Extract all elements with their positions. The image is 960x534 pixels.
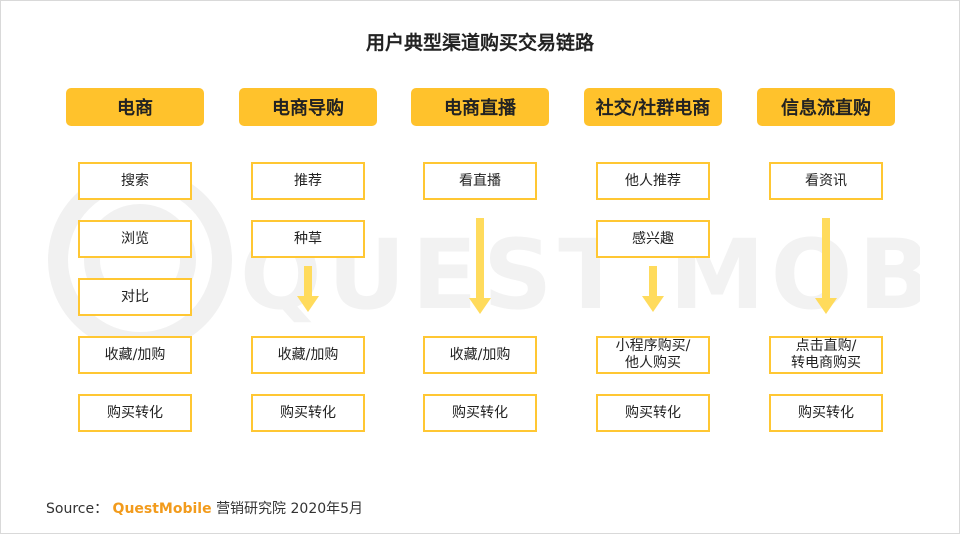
step-browse: 浏览 xyxy=(78,220,192,258)
step-purchase-conversion: 购买转化 xyxy=(423,394,537,432)
header-live-commerce: 电商直播 xyxy=(411,88,549,126)
step-purchase-conversion: 购买转化 xyxy=(596,394,710,432)
step-collect-add-cart: 收藏/加购 xyxy=(251,336,365,374)
down-arrow-icon xyxy=(815,218,837,314)
step-recommend: 推荐 xyxy=(251,162,365,200)
step-collect-add-cart: 收藏/加购 xyxy=(78,336,192,374)
step-click-direct-purchase: 点击直购/ 转电商购买 xyxy=(769,336,883,374)
down-arrow-icon xyxy=(469,218,491,314)
step-collect-add-cart: 收藏/加购 xyxy=(423,336,537,374)
header-shopping-guide: 电商导购 xyxy=(239,88,377,126)
step-watch-live: 看直播 xyxy=(423,162,537,200)
step-search: 搜索 xyxy=(78,162,192,200)
step-others-recommend: 他人推荐 xyxy=(596,162,710,200)
step-purchase-conversion: 购买转化 xyxy=(769,394,883,432)
step-compare: 对比 xyxy=(78,278,192,316)
source-label: Source： xyxy=(46,501,109,517)
step-interested: 感兴趣 xyxy=(596,220,710,258)
step-purchase-conversion: 购买转化 xyxy=(78,394,192,432)
source-note: Source： QuestMobile 营销研究院 2020年5月 xyxy=(46,498,363,518)
header-social-commerce: 社交/社群电商 xyxy=(584,88,722,126)
step-seeding: 种草 xyxy=(251,220,365,258)
step-miniprogram-purchase: 小程序购买/ 他人购买 xyxy=(596,336,710,374)
step-read-news: 看资讯 xyxy=(769,162,883,200)
source-text: 营销研究院 2020年5月 xyxy=(216,501,364,517)
source-brand: QuestMobile xyxy=(112,501,212,517)
header-ecommerce: 电商 xyxy=(66,88,204,126)
down-arrow-icon xyxy=(297,266,319,312)
diagram-title: 用户典型渠道购买交易链路 xyxy=(365,32,594,54)
header-feed-direct-purchase: 信息流直购 xyxy=(757,88,895,126)
step-purchase-conversion: 购买转化 xyxy=(251,394,365,432)
down-arrow-icon xyxy=(642,266,664,312)
